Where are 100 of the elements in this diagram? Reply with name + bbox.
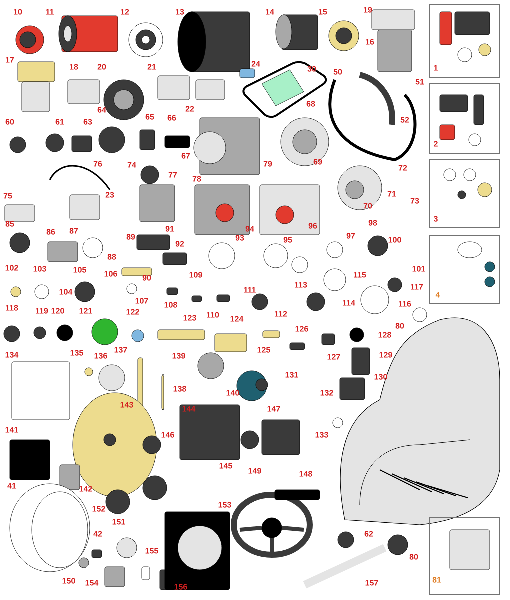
callout-number: 132 <box>320 390 334 396</box>
callout-number: 150 <box>62 578 76 584</box>
callout-number: 75 <box>4 193 12 199</box>
callout-number: 149 <box>248 468 262 474</box>
callout-number: 90 <box>142 275 152 281</box>
callout-number: 63 <box>84 119 92 125</box>
callout-number: 147 <box>268 406 280 412</box>
callout-number: 116 <box>399 301 412 307</box>
callout-number: 10 <box>14 9 22 15</box>
callout-number: 127 <box>328 354 340 360</box>
callout-number: 144 <box>182 406 196 412</box>
callout-number: 125 <box>258 347 270 353</box>
callout-number: 118 <box>6 305 18 311</box>
callout-number: 151 <box>112 519 126 525</box>
callout-number: 156 <box>174 584 188 590</box>
callout-number: 74 <box>128 162 136 168</box>
callout-number: 87 <box>70 228 78 234</box>
callout-number: 79 <box>264 161 272 167</box>
callout-number: 122 <box>126 309 140 315</box>
callout-number: 123 <box>184 315 196 321</box>
callout-number: 103 <box>34 266 46 272</box>
callout-number: 89 <box>126 234 136 240</box>
callout-number: 93 <box>236 235 244 241</box>
callout-number: 113 <box>295 282 308 288</box>
inset-box: 2 <box>430 84 500 154</box>
callout-number: 60 <box>6 119 14 125</box>
callout-number: 102 <box>6 265 18 271</box>
callout-number: 23 <box>106 192 114 198</box>
callout-number: 51 <box>416 79 424 85</box>
callout-number: 128 <box>378 332 392 338</box>
callout-number: 124 <box>230 316 244 322</box>
callout-number: 96 <box>308 223 318 229</box>
callout-number: 138 <box>174 386 186 392</box>
callout-number: 129 <box>380 352 392 358</box>
callout-number: 67 <box>182 153 190 159</box>
callout-number: 80 <box>410 554 418 560</box>
callout-number: 114 <box>343 300 356 306</box>
callout-number: 134 <box>6 352 19 358</box>
callout-number: 52 <box>400 117 410 123</box>
callout-number: 106 <box>104 271 118 277</box>
callout-number: 17 <box>6 57 14 63</box>
callout-number: 88 <box>108 254 116 260</box>
callout-number: 92 <box>176 241 184 247</box>
callout-number: 148 <box>300 471 312 477</box>
callout-number: 16 <box>366 39 374 45</box>
callout-number: 157 <box>366 580 378 586</box>
callout-number: 100 <box>388 237 402 243</box>
callout-number: 85 <box>6 221 14 227</box>
inset-box: 81 <box>430 518 500 596</box>
callout-number: 15 <box>319 9 328 15</box>
callout-number: 14 <box>266 9 274 15</box>
callout-number: 22 <box>186 106 194 112</box>
callout-number: 41 <box>8 483 16 489</box>
inset-box: 1 <box>430 4 500 78</box>
callout-number: 18 <box>70 64 78 70</box>
inset-box: 3 <box>430 160 500 228</box>
callout-number: 135 <box>70 350 84 356</box>
callout-number: 65 <box>146 114 154 120</box>
callout-number: 137 <box>114 347 128 353</box>
callout-number: 73 <box>410 198 420 204</box>
callout-number: 142 <box>80 486 92 492</box>
callout-number: 111 <box>244 287 256 293</box>
callout-number: 61 <box>56 119 64 125</box>
callout-number: 120 <box>52 308 64 314</box>
callout-number: 70 <box>364 203 372 209</box>
callout-number: 86 <box>46 229 56 235</box>
callout-number: 126 <box>296 326 308 332</box>
callout-number: 42 <box>94 531 102 537</box>
callout-number: 140 <box>226 390 240 396</box>
callout-number: 76 <box>94 161 102 167</box>
callout-number: 97 <box>346 233 356 239</box>
callout-number: 68 <box>306 101 316 107</box>
callout-number: 109 <box>190 272 202 278</box>
callout-number: 80 <box>396 323 404 329</box>
callout-number: 143 <box>120 402 134 408</box>
callout-number: 141 <box>6 427 18 433</box>
callout-number: 146 <box>162 432 174 438</box>
callout-number: 155 <box>146 548 158 554</box>
callout-number: 145 <box>220 463 232 469</box>
callout-number: 62 <box>364 531 374 537</box>
callout-number: 107 <box>136 298 148 304</box>
callout-number: 119 <box>36 308 48 314</box>
callout-number: 136 <box>94 353 108 359</box>
callout-number: 105 <box>74 267 86 273</box>
callout-number: 19 <box>364 7 372 13</box>
callout-number: 72 <box>398 165 408 171</box>
callout-number: 20 <box>98 64 106 70</box>
callout-number: 110 <box>207 312 220 318</box>
callout-number: 24 <box>252 61 260 67</box>
callout-number: 131 <box>286 372 298 378</box>
callout-number: 64 <box>98 107 106 113</box>
inset-box: 4 <box>430 236 500 304</box>
callout-number: 11 <box>46 9 54 15</box>
callout-number: 112 <box>275 311 288 317</box>
callout-number: 133 <box>316 432 328 438</box>
callout-number: 77 <box>168 172 178 178</box>
callout-number: 98 <box>368 220 378 226</box>
callout-number: 12 <box>121 9 130 15</box>
callout-number: 66 <box>168 115 176 121</box>
callout-number: 108 <box>164 302 178 308</box>
